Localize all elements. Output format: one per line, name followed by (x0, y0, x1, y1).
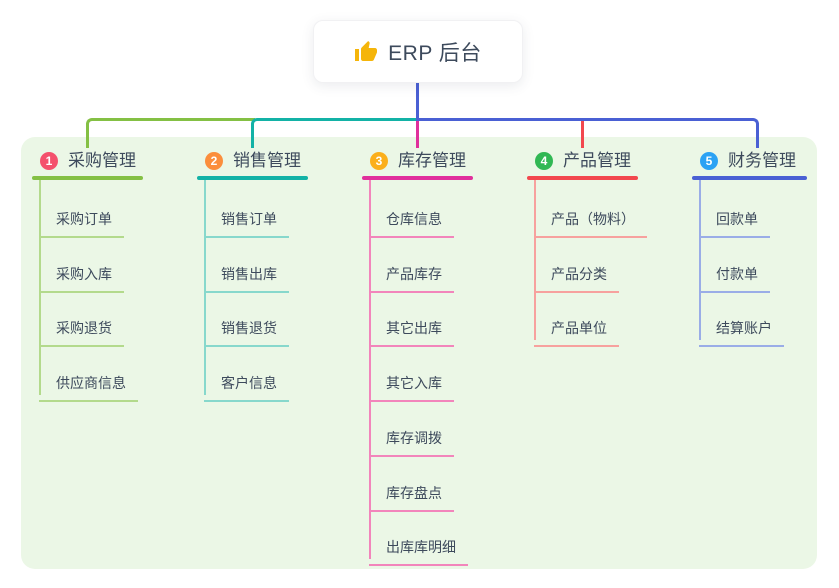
branch-number-badge: 3 (370, 152, 388, 170)
connector-branch-1 (86, 118, 255, 148)
mindmap-panel (21, 137, 817, 569)
root-node-title: ERP 后台 (388, 41, 482, 65)
child-node[interactable]: 产品库存 (369, 256, 454, 293)
branch-underline (197, 176, 308, 180)
branch-number-badge: 4 (535, 152, 553, 170)
child-node[interactable]: 采购退货 (39, 310, 124, 348)
child-node[interactable]: 采购订单 (39, 201, 124, 238)
child-node-label: 采购入库 (56, 265, 112, 282)
branch-underline (32, 176, 143, 180)
connector-branch-5 (416, 118, 759, 148)
branch-node-5[interactable]: 财务管理 (728, 151, 796, 170)
connector-branch-4 (581, 121, 584, 148)
branch-children-line (534, 180, 536, 341)
child-node[interactable]: 出库库明细 (369, 529, 468, 567)
branch-node-1[interactable]: 采购管理 (68, 151, 136, 170)
child-node[interactable]: 产品分类 (534, 256, 619, 293)
child-node-label: 采购订单 (56, 211, 112, 227)
child-node-label: 其它出库 (386, 320, 442, 337)
child-node[interactable]: 库存调拨 (369, 420, 454, 457)
child-node[interactable]: 其它出库 (369, 310, 454, 348)
child-node[interactable]: 销售退货 (204, 310, 289, 348)
branch-underline (692, 176, 807, 180)
child-node[interactable]: 仓库信息 (369, 201, 454, 238)
child-node-label: 产品分类 (551, 265, 607, 282)
child-node-label: 销售订单 (221, 211, 277, 227)
child-node[interactable]: 客户信息 (204, 365, 289, 403)
child-node-label: 产品库存 (386, 265, 442, 282)
child-node[interactable]: 销售订单 (204, 201, 289, 238)
branch-children-line (369, 180, 371, 560)
root-node[interactable]: ERP 后台 (313, 20, 523, 83)
branch-underline (527, 176, 638, 180)
thumbs-up-icon (355, 40, 378, 61)
connector-branch-2 (251, 118, 419, 148)
child-node[interactable]: 供应商信息 (39, 365, 138, 403)
child-node-label: 产品（物料） (551, 211, 635, 227)
child-node-label: 销售退货 (221, 320, 277, 337)
branch-number-badge: 2 (205, 152, 223, 170)
child-node-label: 付款单 (716, 265, 758, 282)
child-node-label: 销售出库 (221, 265, 277, 282)
child-node-label: 客户信息 (221, 375, 277, 392)
branch-children-line (204, 180, 206, 396)
branch-underline (362, 176, 473, 180)
child-node-label: 结算账户 (716, 320, 772, 337)
child-node-label: 采购退货 (56, 320, 112, 337)
child-node-label: 其它入库 (386, 375, 442, 392)
child-node[interactable]: 采购入库 (39, 256, 124, 293)
child-node-label: 库存调拨 (386, 429, 442, 446)
child-node[interactable]: 销售出库 (204, 256, 289, 293)
branch-number-badge: 5 (700, 152, 718, 170)
connector-branch-3 (416, 121, 419, 148)
child-node-label: 仓库信息 (386, 211, 442, 227)
child-node[interactable]: 其它入库 (369, 365, 454, 403)
child-node-label: 产品单位 (551, 320, 607, 337)
branch-node-2[interactable]: 销售管理 (233, 151, 301, 170)
child-node-label: 库存盘点 (386, 484, 442, 501)
branch-children-line (39, 180, 41, 396)
child-node[interactable]: 回款单 (699, 201, 770, 238)
child-node-label: 出库库明细 (386, 539, 456, 556)
child-node-label: 供应商信息 (56, 375, 126, 392)
child-node[interactable]: 库存盘点 (369, 475, 454, 512)
child-node[interactable]: 产品单位 (534, 310, 619, 348)
branch-node-3[interactable]: 库存管理 (398, 151, 466, 170)
child-node[interactable]: 产品（物料） (534, 201, 647, 238)
child-node[interactable]: 结算账户 (699, 310, 784, 348)
root-stem-line (416, 82, 419, 121)
branch-number-badge: 1 (40, 152, 58, 170)
child-node-label: 回款单 (716, 211, 758, 227)
branch-children-line (699, 180, 701, 341)
branch-node-4[interactable]: 产品管理 (563, 151, 631, 170)
child-node[interactable]: 付款单 (699, 256, 770, 293)
